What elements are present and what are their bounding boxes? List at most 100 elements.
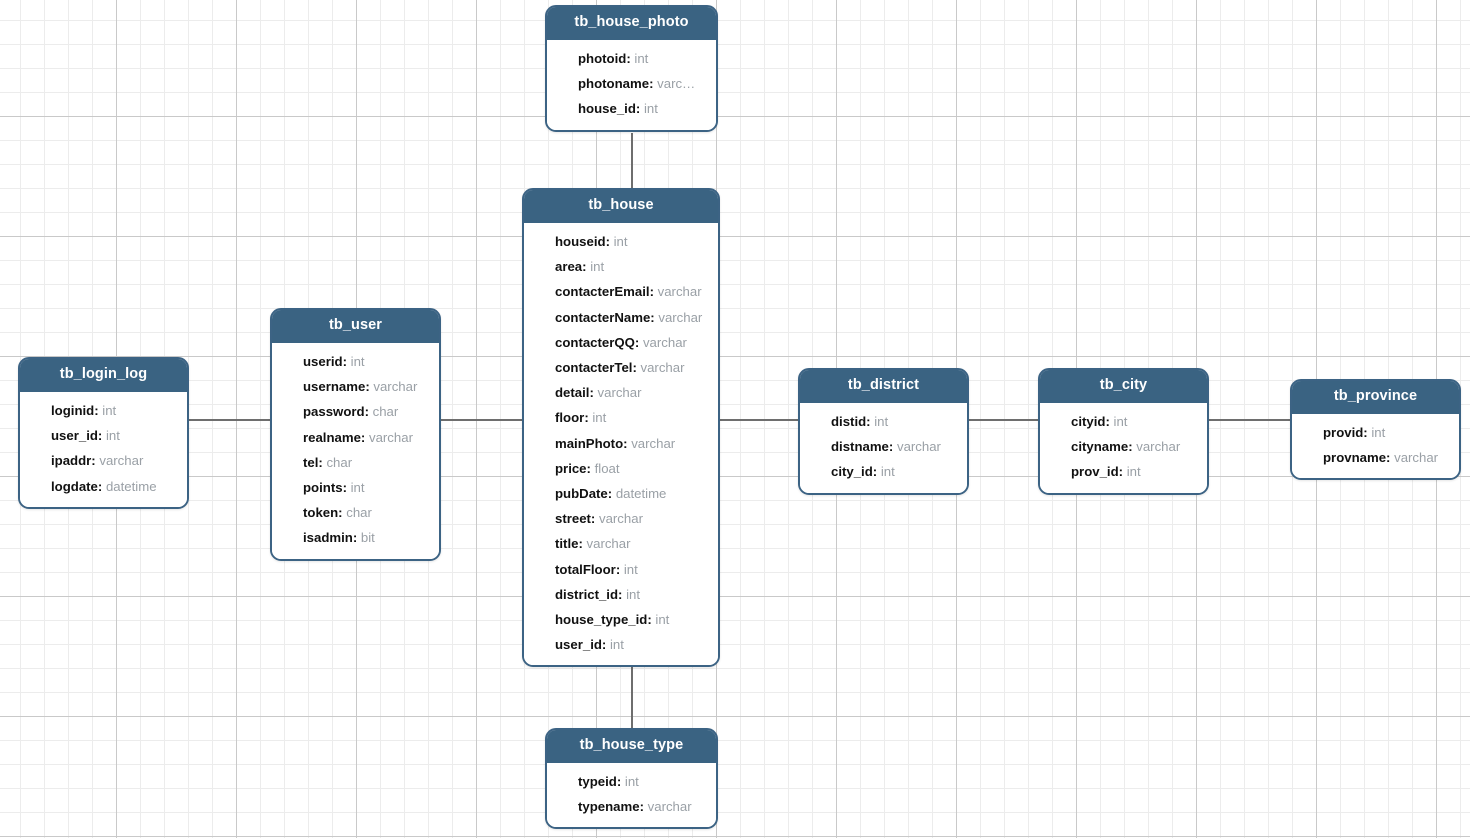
- field-separator: :: [1386, 450, 1395, 466]
- field-row[interactable]: contacterQQ: varchar: [524, 330, 718, 355]
- field-row[interactable]: cityname: varchar: [1040, 434, 1207, 459]
- field-row[interactable]: contacterTel: varchar: [524, 355, 718, 380]
- field-row[interactable]: provid: int: [1292, 420, 1459, 445]
- field-type: char: [346, 505, 372, 521]
- field-row[interactable]: password: char: [272, 399, 439, 424]
- field-type: varchar: [1136, 439, 1181, 455]
- field-row[interactable]: house_type_id: int: [524, 607, 718, 632]
- field-separator: :: [97, 478, 106, 494]
- field-separator: :: [590, 511, 599, 527]
- field-type: varchar: [647, 799, 692, 815]
- field-separator: :: [364, 404, 373, 420]
- field-name: provname: [1323, 450, 1387, 466]
- field-row[interactable]: user_id: int: [20, 423, 187, 448]
- field-row[interactable]: city_id: int: [800, 459, 967, 484]
- field-name: provid: [1323, 424, 1364, 440]
- field-type: varchar: [640, 359, 685, 375]
- field-separator: :: [634, 334, 643, 350]
- field-row[interactable]: cityid: int: [1040, 409, 1207, 434]
- field-row[interactable]: realname: varchar: [272, 425, 439, 450]
- field-row[interactable]: houseid: int: [524, 229, 718, 254]
- field-separator: :: [589, 385, 598, 401]
- field-type: int: [350, 479, 365, 495]
- field-name: user_id: [555, 637, 602, 653]
- field-row[interactable]: area: int: [524, 254, 718, 279]
- field-separator: :: [360, 429, 369, 445]
- field-name: street: [555, 511, 591, 527]
- field-row[interactable]: isadmin: bit: [272, 525, 439, 550]
- field-row[interactable]: distname: varchar: [800, 434, 967, 459]
- field-row[interactable]: price: float: [524, 456, 718, 481]
- field-type: varchar: [642, 334, 687, 350]
- field-row[interactable]: title: varchar: [524, 531, 718, 556]
- field-name: loginid: [51, 402, 95, 418]
- field-type: int: [623, 561, 638, 577]
- field-type: int: [102, 402, 117, 418]
- connector-house-photo-to-house: [631, 133, 633, 188]
- field-name: contacterName: [555, 309, 651, 325]
- field-type: int: [1126, 464, 1141, 480]
- field-type: int: [350, 353, 365, 369]
- table-title-tb_login_log: tb_login_log: [20, 359, 187, 392]
- field-name: district_id: [555, 586, 619, 602]
- field-separator: :: [616, 773, 625, 789]
- field-separator: :: [338, 505, 347, 521]
- field-separator: :: [888, 439, 897, 455]
- field-name: floor: [555, 410, 585, 426]
- field-name: pubDate: [555, 485, 608, 501]
- field-row[interactable]: user_id: int: [524, 632, 718, 657]
- table-title-tb_province: tb_province: [1292, 381, 1459, 414]
- field-row[interactable]: pubDate: datetime: [524, 481, 718, 506]
- field-row[interactable]: token: char: [272, 500, 439, 525]
- field-separator: :: [342, 353, 351, 369]
- field-row[interactable]: mainPhoto: varchar: [524, 431, 718, 456]
- field-name: area: [555, 259, 583, 275]
- field-row[interactable]: tel: char: [272, 450, 439, 475]
- field-row[interactable]: photoname: varc…: [547, 71, 716, 96]
- field-row[interactable]: contacterEmail: varchar: [524, 279, 718, 304]
- field-row[interactable]: userid: int: [272, 349, 439, 374]
- field-name: typeid: [578, 773, 617, 789]
- field-row[interactable]: username: varchar: [272, 374, 439, 399]
- field-type: varchar: [598, 511, 643, 527]
- field-row[interactable]: district_id: int: [524, 582, 718, 607]
- field-row[interactable]: distid: int: [800, 409, 967, 434]
- field-row[interactable]: ipaddr: varchar: [20, 448, 187, 473]
- connector-city-to-province: [1208, 419, 1291, 421]
- field-row[interactable]: points: int: [272, 475, 439, 500]
- table-title-tb_user: tb_user: [272, 310, 439, 343]
- field-row[interactable]: logdate: datetime: [20, 474, 187, 499]
- field-name: password: [303, 404, 365, 420]
- field-row[interactable]: typename: varchar: [547, 794, 716, 819]
- field-type: int: [609, 637, 624, 653]
- field-type: int: [626, 586, 641, 602]
- field-row[interactable]: contacterName: varchar: [524, 305, 718, 330]
- field-row[interactable]: typeid: int: [547, 769, 716, 794]
- field-row[interactable]: detail: varchar: [524, 380, 718, 405]
- field-separator: :: [639, 799, 648, 815]
- field-name: tel: [303, 454, 319, 470]
- field-row[interactable]: prov_id: int: [1040, 459, 1207, 484]
- field-row[interactable]: loginid: int: [20, 398, 187, 423]
- field-row[interactable]: totalFloor: int: [524, 557, 718, 582]
- field-name: city_id: [831, 464, 873, 480]
- field-type: varchar: [597, 385, 642, 401]
- field-row[interactable]: house_id: int: [547, 96, 716, 121]
- field-row[interactable]: floor: int: [524, 405, 718, 430]
- field-row[interactable]: street: varchar: [524, 506, 718, 531]
- field-name: username: [303, 379, 366, 395]
- field-row[interactable]: provname: varchar: [1292, 445, 1459, 470]
- field-row[interactable]: photoid: int: [547, 46, 716, 71]
